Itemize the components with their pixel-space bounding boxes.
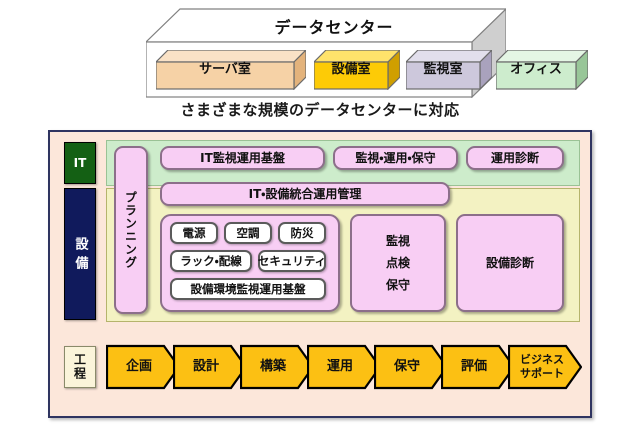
process-step-operation-label: 運用 xyxy=(326,359,353,374)
process-step-design-label: 設計 xyxy=(192,359,219,374)
monitor-line-3: 保守 xyxy=(385,277,410,292)
service-box-monitor-operate-maintain[interactable]: 監視・運用・保守 xyxy=(333,146,458,170)
service-box-it-monitoring-platform[interactable]: IT監視運用基盤 xyxy=(160,146,325,170)
room-block-monitoring: 監視室 xyxy=(406,50,492,90)
facility-item-env-monitoring-platform[interactable]: 設備環境監視運用基盤 xyxy=(170,278,326,300)
room-block-server: サーバ室 xyxy=(156,50,306,90)
office-room-shape xyxy=(496,50,588,90)
monitoring-room-label: 監視室 xyxy=(423,62,463,77)
facility-item-disaster[interactable]: 防災 xyxy=(278,222,326,244)
room-block-office: オフィス xyxy=(496,50,588,90)
process-step-row: 企画 設計 構築 運用 保守 評価 xyxy=(106,344,582,390)
process-step-operation[interactable]: 運用 xyxy=(307,344,381,390)
process-step-evaluation-label: 評価 xyxy=(460,359,487,374)
process-step-maintenance-label: 保守 xyxy=(393,359,420,374)
data-center-3d-container: データセンター サーバ室 設備室 監視室 xyxy=(146,6,588,98)
server-room-label: サーバ室 xyxy=(199,62,251,77)
facility-item-power[interactable]: 電源 xyxy=(170,222,218,244)
category-chip-process: 工程 xyxy=(64,346,96,388)
facility-item-rack-cabling[interactable]: ラック・配線 xyxy=(170,250,252,272)
facility-item-hvac[interactable]: 空調 xyxy=(224,222,272,244)
monitor-line-1: 監視 xyxy=(385,233,410,248)
diagram-caption: さまざまな規模のデータセンターに対応 xyxy=(180,101,460,119)
process-step-business-support-label: ビジネスサポート xyxy=(520,353,564,380)
service-box-facility-diagnosis[interactable]: 設備診断 xyxy=(456,214,564,312)
category-chip-it: IT xyxy=(64,142,96,184)
process-step-maintenance[interactable]: 保守 xyxy=(374,344,448,390)
process-step-design[interactable]: 設計 xyxy=(173,344,247,390)
process-step-evaluation[interactable]: 評価 xyxy=(441,344,515,390)
service-box-operation-diagnosis[interactable]: 運用診断 xyxy=(466,146,564,170)
monitoring-room-shape xyxy=(406,50,492,90)
service-box-integrated-management[interactable]: IT・設備統合運用管理 xyxy=(160,182,450,206)
service-box-monitor-inspect-maintain[interactable]: 監視 点検 保守 xyxy=(350,214,446,312)
process-step-build[interactable]: 構築 xyxy=(240,344,314,390)
room-block-facility: 設備室 xyxy=(314,50,400,90)
office-room-label: オフィス xyxy=(510,62,562,77)
process-step-planning-label: 企画 xyxy=(125,359,152,374)
server-room-shape xyxy=(156,50,306,90)
facility-room-shape xyxy=(314,50,400,90)
process-step-planning[interactable]: 企画 xyxy=(106,344,180,390)
category-chip-facility: 設備 xyxy=(64,188,96,320)
facility-item-security[interactable]: セキュリティ xyxy=(258,250,326,272)
process-step-business-support[interactable]: ビジネスサポート xyxy=(508,344,582,390)
facility-room-label: 設備室 xyxy=(331,62,371,77)
solution-map-frame: IT 設備 工程 プランニング IT監視運用基盤 監視・運用・保守 運用診断 I… xyxy=(48,130,592,418)
process-step-build-label: 構築 xyxy=(259,359,286,374)
data-center-title: データセンター xyxy=(274,18,394,37)
monitor-line-2: 点検 xyxy=(385,255,410,270)
planning-box[interactable]: プランニング xyxy=(114,146,148,314)
